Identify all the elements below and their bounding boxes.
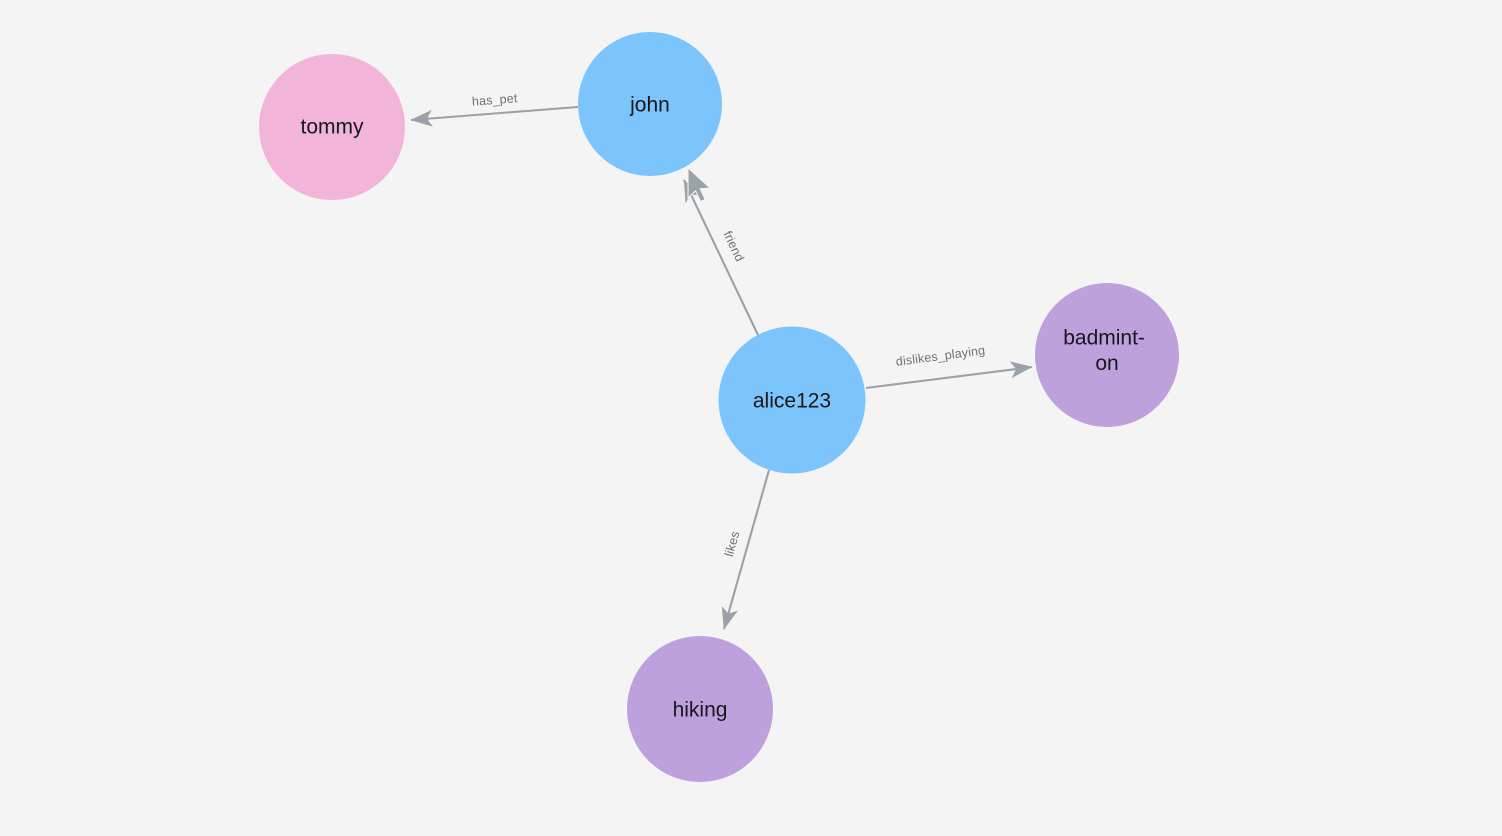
graph-node-alice123[interactable]: alice123 [718, 326, 866, 474]
edge-line-likes[interactable] [721, 469, 771, 630]
edge-has-pet[interactable]: has_pet [410, 91, 579, 127]
edge-likes[interactable]: likes [721, 469, 771, 630]
edge-label-likes: likes [722, 530, 743, 559]
cursor-arrow-icon [687, 166, 712, 203]
node-circle-alice123[interactable] [718, 326, 866, 474]
nodes-layer: tommy john alice123 badmint- on [259, 32, 1179, 782]
node-circle-badminton[interactable] [1035, 283, 1179, 427]
node-circle-tommy[interactable] [259, 54, 405, 200]
edges-layer: has_pet friend dislikes_playing likes [410, 91, 1033, 630]
graph-node-tommy[interactable]: tommy [259, 54, 405, 200]
edge-friend[interactable]: friend [683, 179, 759, 336]
edge-label-friend: friend [720, 229, 746, 264]
edge-line-has-pet[interactable] [410, 105, 579, 127]
graph-node-badminton[interactable]: badmint- on [1035, 283, 1179, 427]
edge-line-friend[interactable] [683, 179, 759, 336]
node-circle-hiking[interactable] [627, 636, 773, 782]
edge-line-dislikes-playing[interactable] [865, 361, 1033, 390]
edge-label-has-pet: has_pet [471, 91, 518, 109]
edge-dislikes-playing[interactable]: dislikes_playing [865, 343, 1033, 390]
graph-node-john[interactable]: john [578, 32, 722, 176]
node-circle-john[interactable] [578, 32, 722, 176]
mouse-cursor [687, 166, 712, 203]
edge-label-dislikes-playing: dislikes_playing [895, 343, 986, 369]
graph-node-hiking[interactable]: hiking [627, 636, 773, 782]
